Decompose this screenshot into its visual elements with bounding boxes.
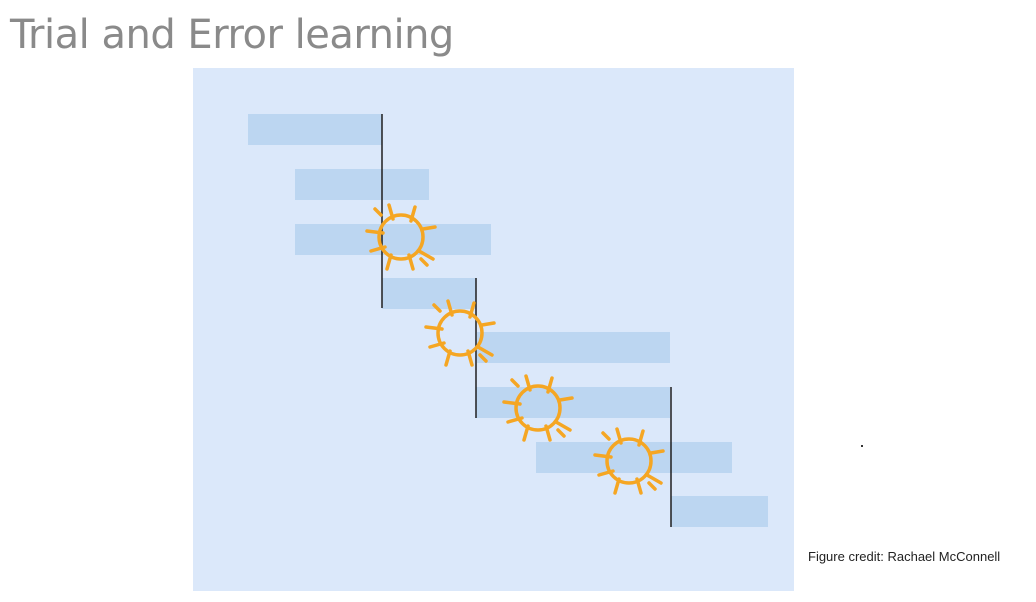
figure-credit: Figure credit: Rachael McConnell <box>808 549 1001 564</box>
error-burst-icon <box>593 427 665 495</box>
step-bar-8 <box>671 496 768 527</box>
step-bar-4 <box>382 278 476 309</box>
error-burst-icon <box>365 203 437 271</box>
step-bar-7 <box>536 442 732 473</box>
stray-dot <box>861 445 863 447</box>
slide-title: Trial and Error learning <box>10 12 454 58</box>
step-bar-1 <box>248 114 382 145</box>
trial-error-diagram <box>193 68 794 591</box>
diagram-canvas <box>193 68 794 591</box>
error-burst-icon <box>502 374 574 442</box>
step-bar-5 <box>477 332 670 363</box>
step-bar-2 <box>295 169 429 200</box>
step-bar-3 <box>295 224 491 255</box>
error-burst-icon <box>424 299 496 367</box>
